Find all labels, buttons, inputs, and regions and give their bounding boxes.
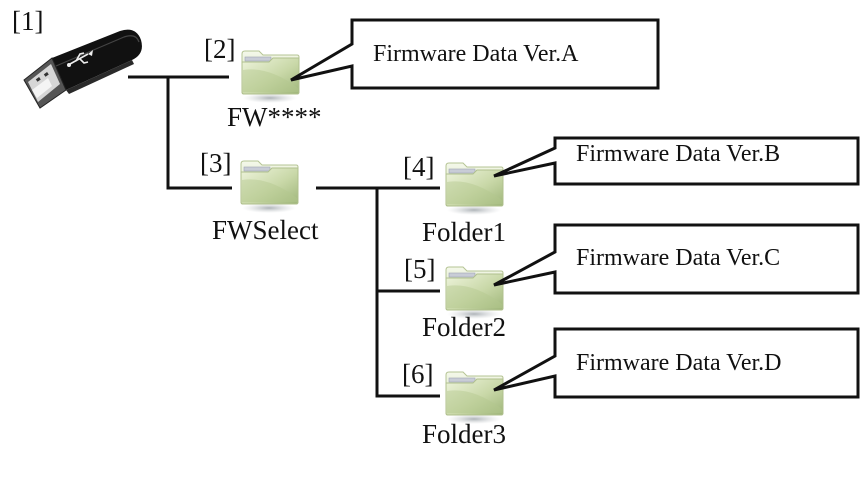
index-label-folder3: [6]: [402, 359, 434, 389]
callout-box-ver-a: [290, 18, 660, 90]
folder-icon-fwselect[interactable]: [240, 160, 299, 214]
folder-label-fw[interactable]: FW****: [227, 102, 322, 132]
index-label-folder1: [4]: [403, 152, 435, 182]
callout-text-ver-c: Firmware Data Ver.C: [576, 245, 781, 271]
connector-trunk-folders: [375, 188, 440, 398]
callout-text-ver-d: Firmware Data Ver.D: [576, 350, 782, 376]
index-label-folder2: [5]: [404, 254, 436, 284]
folder-label-folder2[interactable]: Folder2: [422, 312, 506, 342]
callout-box-ver-c: [493, 223, 860, 295]
callout-box-ver-d: [493, 327, 860, 399]
index-label-usb: [1]: [12, 6, 44, 36]
folder-icon-fw[interactable]: [241, 50, 300, 104]
folder-label-folder3[interactable]: Folder3: [422, 419, 506, 449]
callout-box-ver-b: [493, 136, 860, 186]
callout-text-ver-b: Firmware Data Ver.B: [576, 141, 781, 167]
index-label-fwselect: [3]: [200, 148, 232, 178]
callout-text-ver-a: Firmware Data Ver.A: [373, 41, 579, 67]
folder-icon-folder3[interactable]: [445, 371, 504, 425]
folder-label-fwselect[interactable]: FWSelect: [212, 215, 319, 245]
folder-label-folder1[interactable]: Folder1: [422, 217, 506, 247]
folder-icon-folder1[interactable]: [445, 162, 504, 216]
index-label-fw: [2]: [204, 34, 236, 64]
tree-connector-lines: [128, 75, 440, 398]
connector-usb-to-fwselect: [166, 77, 232, 190]
usb-drive-icon: [23, 29, 142, 109]
